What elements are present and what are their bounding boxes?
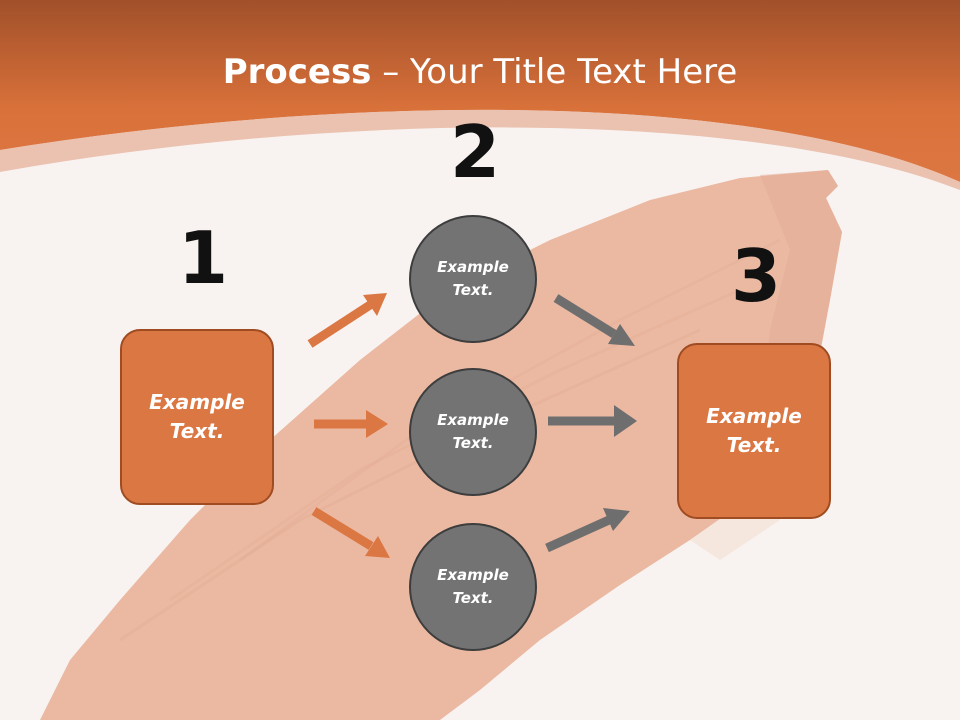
step-number-2: 2 bbox=[450, 110, 501, 194]
circle-middle: Example Text. bbox=[409, 368, 537, 496]
header-band bbox=[0, 0, 960, 182]
circle-bottom: Example Text. bbox=[409, 523, 537, 651]
step-number-1: 1 bbox=[178, 216, 229, 300]
title-bold: Process bbox=[222, 52, 372, 92]
step-box-1: Example Text. bbox=[120, 329, 274, 505]
slide-title: Process – Your Title Text Here bbox=[0, 52, 960, 92]
circle-top: Example Text. bbox=[409, 215, 537, 343]
step-box-3: Example Text. bbox=[677, 343, 831, 519]
header-swoosh bbox=[0, 109, 960, 190]
step-number-3: 3 bbox=[731, 234, 782, 318]
title-rest: – Your Title Text Here bbox=[371, 52, 738, 92]
